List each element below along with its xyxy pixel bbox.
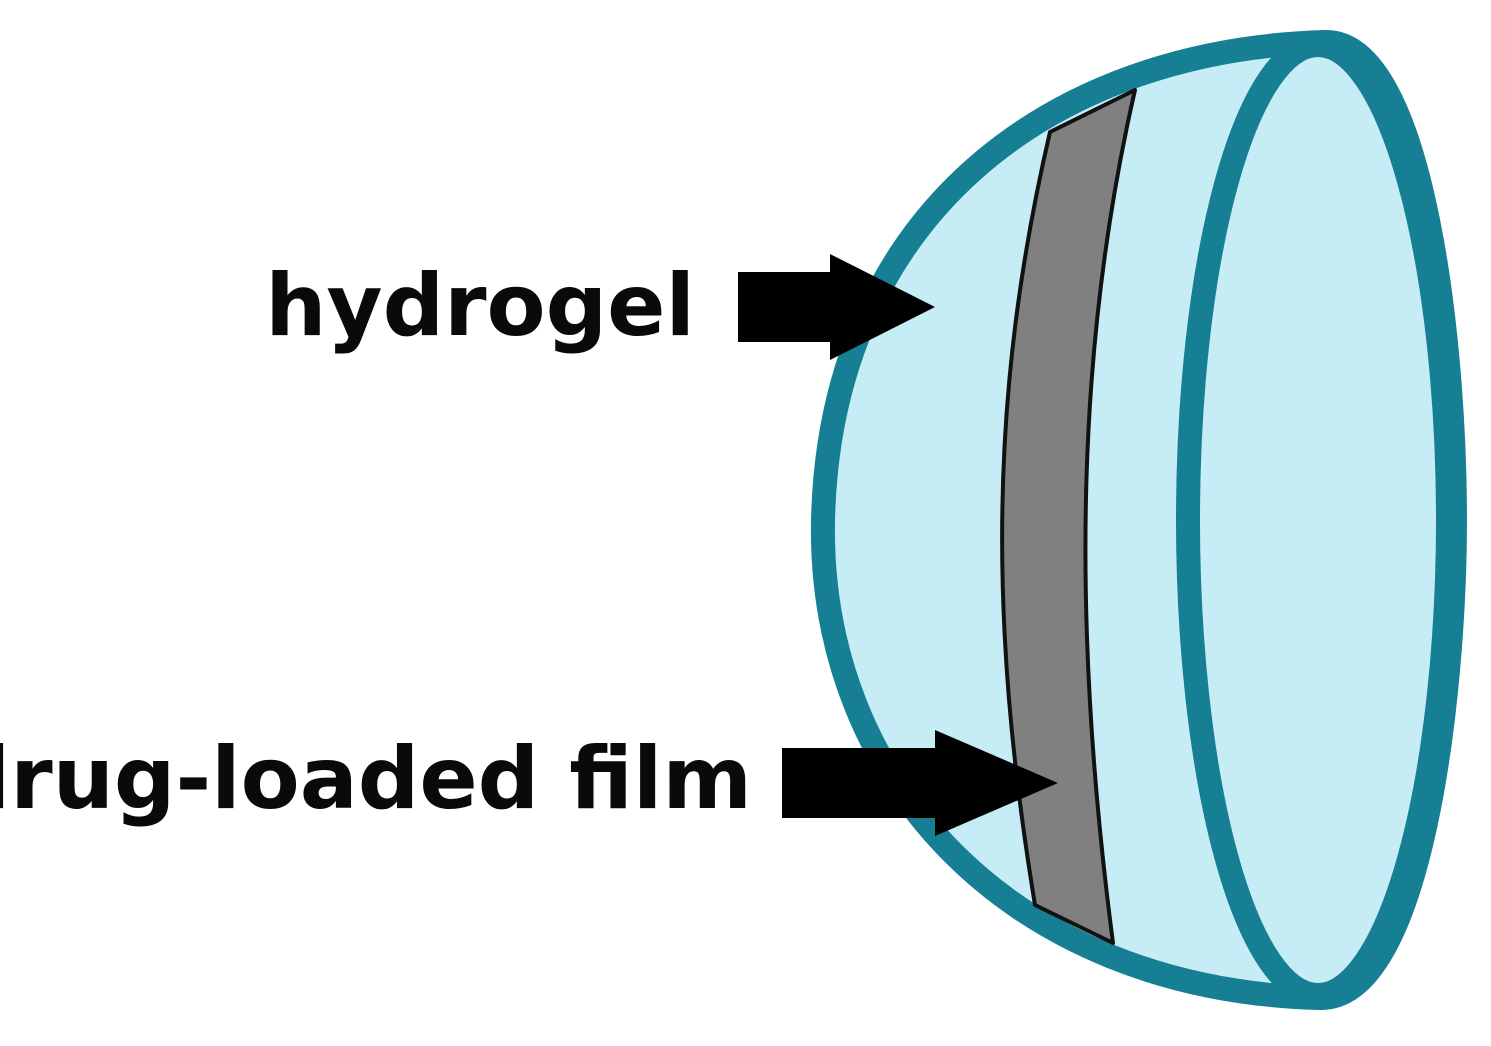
hydrogel-arrow bbox=[738, 254, 935, 360]
film-arrow bbox=[782, 730, 1058, 836]
hydrogel-label: hydrogel bbox=[265, 256, 695, 356]
drug-loaded-film-label: drug-loaded film bbox=[0, 729, 752, 829]
drug-loaded-film-band bbox=[1000, 88, 1137, 945]
lens-front-face bbox=[1176, 33, 1460, 1007]
